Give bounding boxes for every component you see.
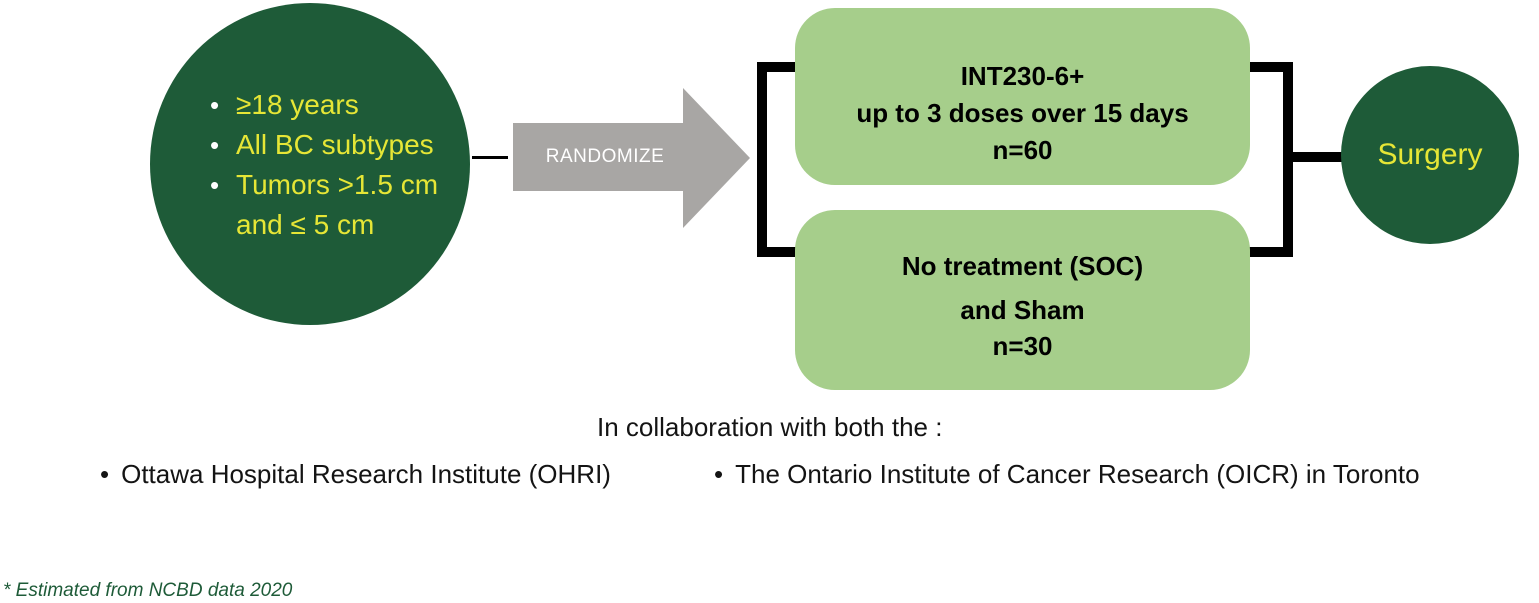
randomize-arrow: RANDOMIZE bbox=[513, 123, 683, 191]
randomize-arrow-head-icon bbox=[683, 88, 750, 228]
bracket-left-top-stub bbox=[757, 62, 797, 72]
arm-control-line1: No treatment (SOC) bbox=[901, 251, 1144, 281]
partner-item-oicr: • The Ontario Institute of Cancer Resear… bbox=[714, 459, 1420, 490]
eligibility-item-label: and ≤ 5 cm bbox=[236, 209, 375, 240]
bullet-icon: • bbox=[714, 459, 724, 489]
collaboration-intro: In collaboration with both the : bbox=[597, 412, 943, 442]
bracket-left-bottom-stub bbox=[757, 247, 797, 257]
arm-control-line3: n=30 bbox=[992, 331, 1053, 361]
connector-line bbox=[472, 156, 508, 159]
eligibility-item-label: ≥18 years bbox=[236, 89, 359, 120]
arm-box-treatment: INT230-6+ up to 3 doses over 15 days n=6… bbox=[795, 8, 1250, 185]
arm-box-control: No treatment (SOC) and Sham n=30 bbox=[795, 210, 1250, 390]
surgery-label: Surgery bbox=[1377, 138, 1483, 171]
surgery-circle: Surgery bbox=[1341, 66, 1519, 244]
bullet-icon: • bbox=[210, 90, 220, 120]
partner-label: The Ontario Institute of Cancer Research… bbox=[735, 459, 1420, 489]
eligibility-circle: • ≥18 years • All BC subtypes • Tumors >… bbox=[150, 3, 470, 325]
bullet-icon: • bbox=[210, 170, 220, 200]
partner-label: Ottawa Hospital Research Institute (OHRI… bbox=[121, 459, 611, 489]
bracket-right-vertical bbox=[1283, 62, 1293, 257]
bracket-right-top-stub bbox=[1248, 62, 1293, 72]
bullet-icon: • bbox=[100, 459, 110, 489]
bullet-icon: • bbox=[210, 130, 220, 160]
eligibility-item-label: Tumors >1.5 cm bbox=[236, 169, 439, 200]
eligibility-item: and ≤ 5 cm bbox=[210, 205, 438, 245]
arm-control-line2: and Sham bbox=[960, 295, 1085, 325]
randomize-arrow-label: RANDOMIZE bbox=[545, 146, 665, 167]
eligibility-list: • ≥18 years • All BC subtypes • Tumors >… bbox=[210, 85, 438, 245]
bracket-right-middle-stub bbox=[1290, 152, 1342, 162]
arm-treatment-line2: up to 3 doses over 15 days bbox=[856, 98, 1189, 128]
eligibility-item: • All BC subtypes bbox=[210, 125, 438, 165]
eligibility-item: • ≥18 years bbox=[210, 85, 438, 125]
arm-treatment-line1: INT230-6+ bbox=[960, 61, 1085, 91]
bracket-left-vertical bbox=[757, 62, 767, 257]
arm-treatment-line3: n=60 bbox=[992, 135, 1053, 165]
eligibility-item: • Tumors >1.5 cm bbox=[210, 165, 438, 205]
eligibility-item-label: All BC subtypes bbox=[236, 129, 434, 160]
bullet-icon bbox=[210, 205, 236, 245]
bracket-right-bottom-stub bbox=[1248, 247, 1293, 257]
partner-item-ohri: • Ottawa Hospital Research Institute (OH… bbox=[100, 459, 611, 490]
footnote: * Estimated from NCBD data 2020 bbox=[3, 580, 293, 601]
